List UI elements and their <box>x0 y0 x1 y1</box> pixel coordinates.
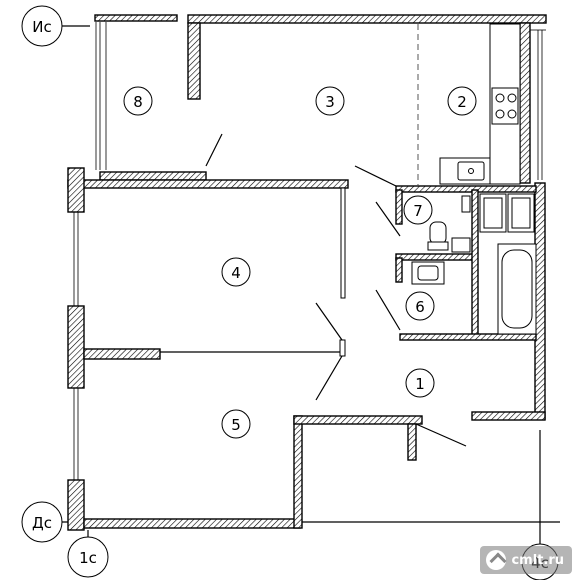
toilet-icon <box>429 221 447 245</box>
room-label-8: 8 <box>123 86 153 116</box>
svg-text:1: 1 <box>415 375 425 393</box>
svg-text:3: 3 <box>325 93 335 111</box>
room-label-3: 3 <box>315 86 345 116</box>
room-label-7: 7 <box>403 195 433 225</box>
svg-text:7: 7 <box>413 202 423 220</box>
watermark: cmlt.ru <box>480 546 572 574</box>
kitchen-fixtures <box>439 23 521 185</box>
room-label-2: 2 <box>447 86 477 116</box>
axis-marker-top-left: Ис <box>21 5 63 47</box>
cooktop-icon <box>491 87 519 125</box>
svg-text:6: 6 <box>415 298 425 316</box>
logo-icon <box>486 550 506 570</box>
svg-text:Дс: Дс <box>32 514 52 532</box>
room-label-4: 4 <box>221 257 251 287</box>
windows <box>73 22 546 480</box>
svg-text:4: 4 <box>231 264 241 282</box>
axis-marker-col-left: 1с <box>67 536 109 578</box>
axis-marker-bottom-left: Дс <box>21 501 63 543</box>
svg-text:1с: 1с <box>79 549 97 567</box>
svg-text:Ис: Ис <box>32 18 51 36</box>
watermark-text: cmlt.ru <box>511 552 564 568</box>
walls <box>67 14 547 531</box>
room-labels: 1 2 3 4 5 6 7 8 <box>123 86 477 439</box>
svg-text:8: 8 <box>133 93 143 111</box>
bathroom-fixtures <box>411 193 537 335</box>
svg-text:5: 5 <box>231 416 241 434</box>
room-label-6: 6 <box>405 291 435 321</box>
svg-text:2: 2 <box>457 93 467 111</box>
room-label-5: 5 <box>221 409 251 439</box>
room-label-1: 1 <box>405 368 435 398</box>
doors <box>205 133 467 447</box>
